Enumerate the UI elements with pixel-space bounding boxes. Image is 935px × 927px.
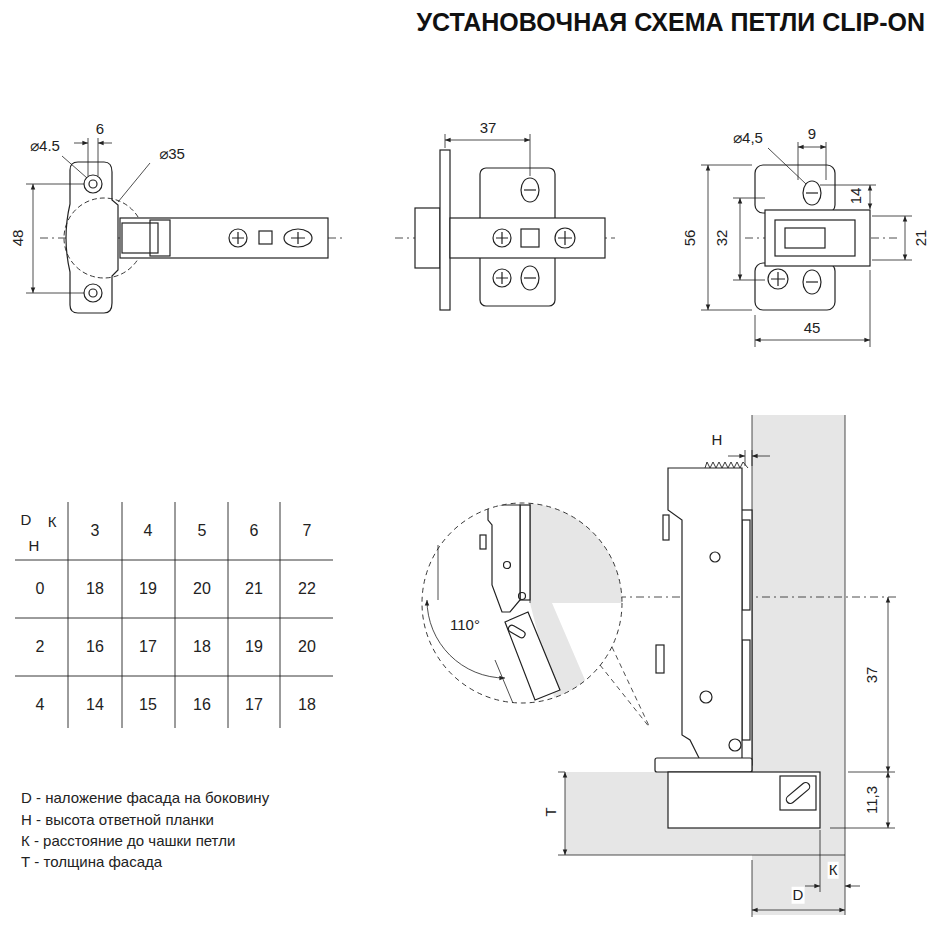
table-header: D [20, 512, 33, 529]
table-cell: 18 [297, 696, 317, 714]
dimension: 37 [864, 666, 881, 685]
dimension: ⌀4.5 [29, 138, 61, 155]
angle-label: 110° [449, 617, 481, 634]
legend-note: К - расстояние до чашки петли [20, 833, 236, 850]
table-cell: 19 [244, 638, 264, 656]
table-cell: 5 [197, 522, 208, 540]
dimension: Т [543, 806, 560, 817]
dimension: 14 [848, 187, 865, 206]
dimension: Н [711, 432, 724, 449]
title: УСТАНОВОЧНАЯ СХЕМА ПЕТЛИ CLIP-ON [417, 8, 926, 37]
table-header: К [47, 514, 58, 531]
table-cell: 21 [244, 580, 264, 598]
dimension: К [828, 862, 839, 879]
table-cell: 4 [35, 696, 46, 714]
dimension: 9 [807, 126, 817, 143]
dimension: 6 [95, 121, 105, 138]
table-cell: 15 [138, 696, 158, 714]
table-cell: 7 [302, 522, 313, 540]
table-cell: 18 [192, 638, 212, 656]
table-cell: 16 [192, 696, 212, 714]
table-header: Н [28, 538, 41, 555]
table-cell: 16 [85, 638, 105, 656]
table-cell: 20 [297, 638, 317, 656]
table-cell: 14 [85, 696, 105, 714]
table-cell: 6 [249, 522, 260, 540]
dimension: 37 [479, 120, 498, 137]
dimension: ⌀35 [158, 146, 186, 163]
table-cell: 20 [192, 580, 212, 598]
table-cell: 0 [35, 580, 46, 598]
dimension: 48 [10, 229, 27, 248]
dimension: D [792, 887, 805, 904]
table-cell: 2 [35, 638, 46, 656]
dimension: 21 [913, 229, 930, 248]
legend-note: Н - высота ответной планки [20, 812, 215, 829]
table-cell: 22 [297, 580, 317, 598]
dimension: 32 [714, 229, 731, 248]
table-cell: 17 [138, 638, 158, 656]
table-cell: 3 [90, 522, 101, 540]
dimension: 45 [803, 320, 822, 337]
dimension: 11,3 [864, 785, 881, 815]
legend-note: D - наложение фасада на боковину [20, 790, 270, 807]
table-cell: 17 [244, 696, 264, 714]
table-cell: 18 [85, 580, 105, 598]
table-cell: 19 [138, 580, 158, 598]
dimension: 56 [682, 229, 699, 248]
legend-note: Т - толщина фасада [20, 854, 163, 871]
table-cell: 4 [143, 522, 154, 540]
dimension: ⌀4,5 [732, 130, 764, 147]
